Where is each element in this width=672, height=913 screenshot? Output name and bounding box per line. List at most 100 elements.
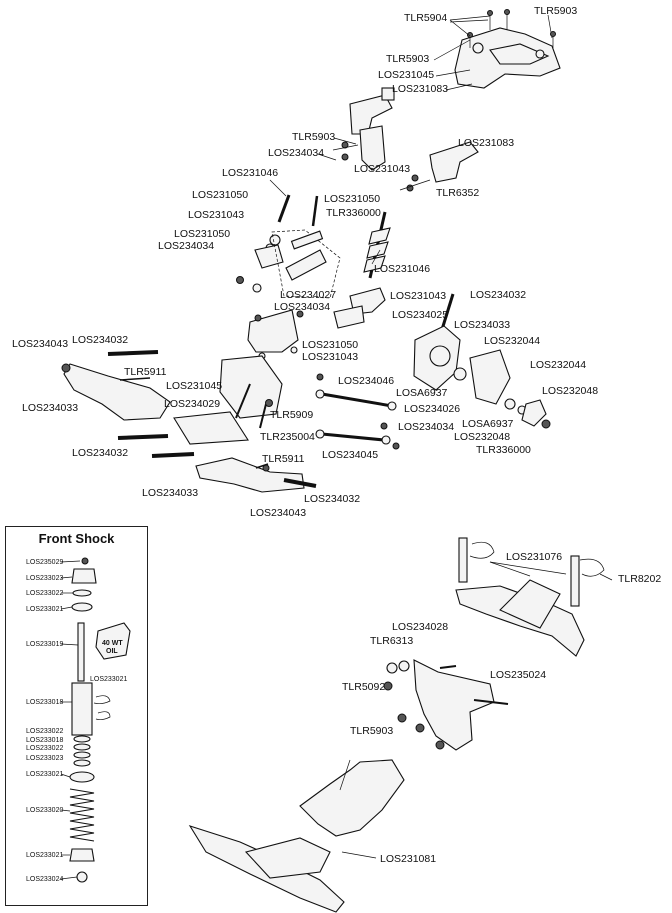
label-los234043-a: LOS234043 (12, 338, 68, 350)
shock-leader-lines (60, 560, 81, 880)
label-tlr336000-b: TLR336000 (476, 444, 531, 456)
label-los235024: LOS235024 (490, 669, 546, 681)
label-los231076: LOS231076 (506, 551, 562, 563)
shock-parts (69, 557, 131, 883)
shock-label-11: LOS233023 (26, 755, 63, 762)
label-los234025: LOS234025 (392, 309, 448, 321)
leader-lines (269, 15, 613, 859)
shock-label-14: LOS233021 (26, 852, 63, 859)
label-los234045: LOS234045 (322, 449, 378, 461)
steering-bellcrank (332, 125, 386, 171)
label-tlr5911-b: TLR5911 (262, 453, 305, 465)
label-los234033-b: LOS234033 (22, 402, 78, 414)
shock-label-5: LOS233019 (26, 641, 63, 648)
label-los231046-b: LOS231046 (374, 263, 430, 275)
label-los234033-a: LOS234033 (454, 319, 510, 331)
label-tlr5903-d: TLR5903 (350, 725, 393, 737)
screws-top (467, 9, 556, 48)
label-los234032-a: LOS234032 (470, 289, 526, 301)
label-los231083-b: LOS231083 (458, 137, 514, 149)
label-tlr5092: TLR5092 (342, 681, 385, 693)
label-los234026: LOS234026 (404, 403, 460, 415)
label-los231043-d: LOS231043 (302, 351, 358, 363)
label-tlr5911-a: TLR5911 (124, 366, 167, 378)
front-shock-diagram: 40 WT OIL LOS235029 LOS233023 LOS233022 … (26, 557, 131, 883)
shock-label-12: LOS233021 (26, 771, 63, 778)
front-bulkhead-assembly (449, 14, 561, 89)
label-los234033-c: LOS234033 (142, 487, 198, 499)
label-tlr336000-a: TLR336000 (326, 207, 381, 219)
label-los232048-a: LOS232048 (542, 385, 598, 397)
label-los231043-a: LOS231043 (354, 163, 410, 175)
label-los234034-a: LOS234034 (268, 147, 324, 159)
front-shock-title: Front Shock (38, 531, 115, 546)
label-losa6937-b: LOSA6937 (462, 418, 514, 430)
label-tlr5904: TLR5904 (404, 12, 447, 24)
steering-bellcrank-mount (349, 87, 395, 135)
label-los234029: LOS234029 (164, 398, 220, 410)
oil-weight-label: 40 WT (102, 640, 123, 647)
lower-arm (195, 457, 317, 493)
label-los234043-b: LOS234043 (250, 507, 306, 519)
label-tlr235004: TLR235004 (260, 431, 315, 443)
label-los231043-c: LOS231043 (390, 290, 446, 302)
shock-spring (69, 788, 95, 842)
label-los231050-a: LOS231050 (192, 189, 248, 201)
oil-bottle: 40 WT OIL (102, 640, 123, 655)
steering-block-assembly (413, 325, 551, 429)
label-los232044-a: LOS232044 (484, 335, 540, 347)
label-los234032-b: LOS234032 (72, 334, 128, 346)
shock-label-13: LOS233020 (26, 807, 63, 814)
label-los231045-b: LOS231045 (166, 380, 222, 392)
shock-label-8: LOS233022 (26, 728, 63, 735)
label-tlr5903-a: TLR5903 (534, 5, 577, 17)
shock-label-6: LOS233021 (90, 676, 127, 683)
bellcrank-right (399, 141, 479, 192)
arm-mount-center (173, 355, 283, 445)
label-los231081: LOS231081 (380, 853, 436, 865)
label-tlr6313: TLR6313 (370, 635, 413, 647)
shock-tower (383, 659, 509, 751)
shock-labels: LOS235029 LOS233023 LOS233022 LOS233021 … (26, 559, 127, 883)
label-los231050-c: LOS231050 (174, 228, 230, 240)
label-tlr6352: TLR6352 (436, 187, 479, 199)
label-los234034-c: LOS234034 (274, 301, 330, 313)
label-los231050-d: LOS231050 (302, 339, 358, 351)
oil-label: OIL (106, 648, 118, 655)
label-los234032-c: LOS234032 (72, 447, 128, 459)
dashed-callout-box (271, 229, 341, 299)
part-labels: TLR5904 TLR5903 TLR5903 LOS231045 LOS231… (12, 5, 661, 865)
shock-label-3: LOS233022 (26, 590, 63, 597)
label-tlr8202: TLR8202 (618, 573, 661, 585)
label-los232044-b: LOS232044 (530, 359, 586, 371)
label-tlr5903-b: TLR5903 (386, 53, 429, 65)
label-los231043-b: LOS231043 (188, 209, 244, 221)
label-los231046-a: LOS231046 (222, 167, 278, 179)
label-los234046: LOS234046 (338, 375, 394, 387)
upper-left-arm (61, 350, 171, 421)
label-los231083-a: LOS231083 (392, 83, 448, 95)
shock-label-10: LOS233022 (26, 745, 63, 752)
label-tlr5903-c: TLR5903 (292, 131, 335, 143)
front-bumper-brace (455, 579, 585, 657)
label-los231045-a: LOS231045 (378, 69, 434, 81)
center-shafts (236, 194, 391, 293)
turnbuckles (315, 373, 400, 450)
label-los234034-d: LOS234034 (398, 421, 454, 433)
shock-label-7: LOS233018 (26, 699, 63, 706)
shock-label-2: LOS233023 (26, 575, 63, 582)
shock-label-4: LOS233021 (26, 606, 63, 613)
label-los231050-b: LOS231050 (324, 193, 380, 205)
shock-label-15: LOS233024 (26, 876, 63, 883)
label-los234027: LOS234027 (280, 289, 336, 301)
front-chassis-nose (188, 759, 405, 913)
label-los234034-b: LOS234034 (158, 240, 214, 252)
label-los232048-b: LOS232048 (454, 431, 510, 443)
servo-saver-assembly (247, 287, 455, 360)
pins-left (117, 434, 195, 458)
label-losa6937-a: LOSA6937 (396, 387, 448, 399)
label-los234032-d: LOS234032 (304, 493, 360, 505)
shock-label-1: LOS235029 (26, 559, 63, 566)
label-los234028: LOS234028 (392, 621, 448, 633)
